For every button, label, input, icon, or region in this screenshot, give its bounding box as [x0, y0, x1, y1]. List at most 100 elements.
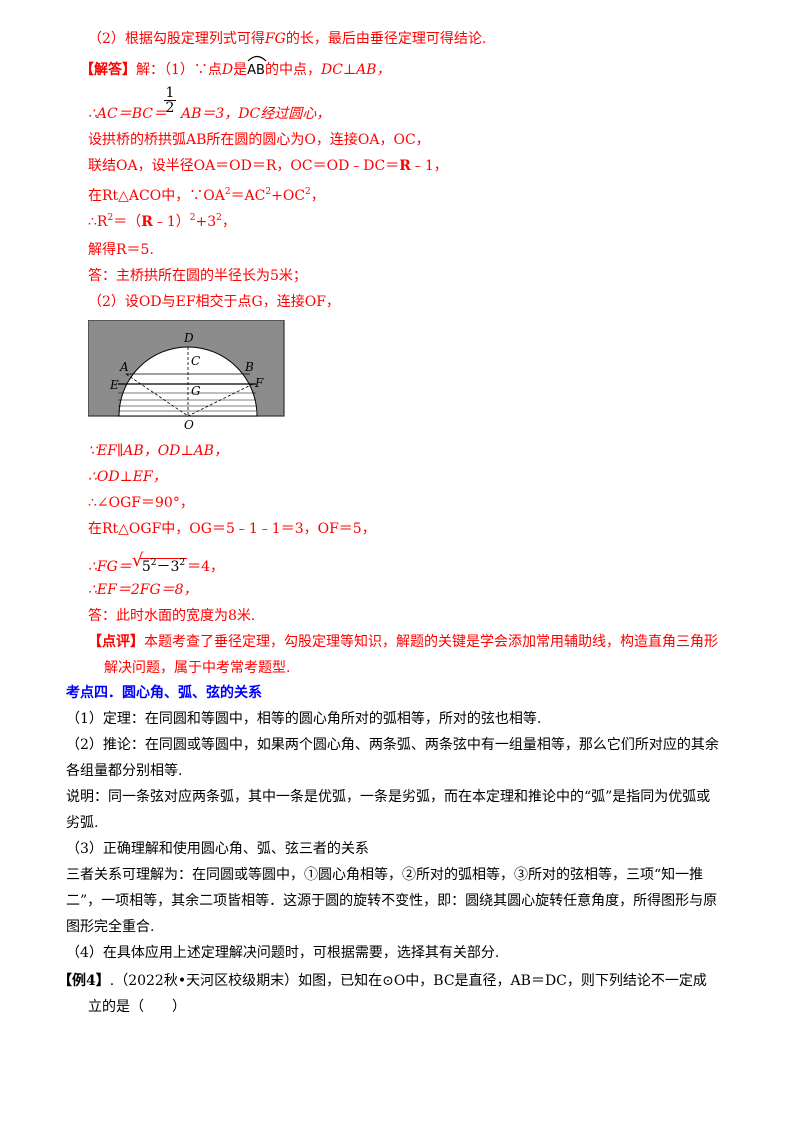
radicand-3: －3 — [156, 559, 180, 575]
ac-bc-start: ∴AC＝BC＝ — [88, 106, 167, 122]
sup-2h: 2 — [179, 558, 186, 568]
sup-2d: 2 — [107, 213, 114, 223]
sup-2g: 2 — [150, 558, 157, 568]
hint-tail: 的长，最后由垂径定理可得结论. — [285, 31, 487, 47]
sup-2f: 2 — [216, 213, 222, 223]
comment-text-2: 解决问题，属于中考常考题型. — [104, 660, 291, 676]
sup-2a: 2 — [224, 187, 231, 197]
hint-text: （2）根据勾股定理列式可得 — [88, 31, 265, 47]
parallel-text: ∵EF∥AB，OD⊥AB， — [88, 443, 228, 459]
para-3a-text: 说明：同一条弦对应两条弧，其中一条是优弧，一条是劣弧，而在本定理和推论中的“弧”… — [66, 789, 711, 805]
answer-point-d: D — [221, 62, 234, 78]
section-title-text: 考点四．圆心角、弧、弦的关系 — [66, 685, 262, 701]
line-oa — [125, 373, 189, 417]
perp-text: ∴OD⊥EF， — [88, 469, 167, 485]
line-of — [187, 383, 254, 417]
label-o: O — [184, 418, 194, 432]
eq-b: ＝（ — [113, 214, 142, 230]
arc-mark-icon — [247, 55, 267, 62]
section-title: 考点四．圆心角、弧、弦的关系 — [66, 683, 262, 703]
ac-bc-line: ∴AC＝BC＝ AB＝3，DC经过圆心， — [88, 104, 330, 124]
para-3a: 说明：同一条弦对应两条弧，其中一条是优弧，一条是劣弧，而在本定理和推论中的“弧”… — [66, 787, 710, 807]
para-2b: 各组量都分别相等. — [66, 761, 182, 781]
comment-tag: 【点评】 — [88, 634, 144, 650]
fg-line: ∴FG＝√52－32＝4， — [88, 551, 225, 577]
fg-start: ∴FG＝ — [88, 559, 132, 575]
arc-ab: AB — [247, 55, 267, 81]
hint-fg: FG — [264, 31, 286, 47]
para-2a-text: （2）推论：在同圆或等圆中，如果两个圆心角、两条弧、两条弦中有一组量相等，那么它… — [66, 737, 719, 753]
equation-line: ∴R2＝（R﹣1）2+32， — [88, 213, 236, 230]
comment-text-1: 本题考查了垂径定理，勾股定理等知识，解题的关键是学会添加常用辅助线，构造直角三角… — [144, 634, 718, 650]
fraction-half: 1 2 — [164, 86, 176, 115]
radicand: 52－32 — [139, 558, 188, 575]
answer2-line: 答：此时水面的宽度为8米. — [88, 606, 255, 626]
para-5a: 三者关系可理解为：在同圆或等圆中，①圆心角相等，②所对的弧相等，③所对的弦相等，… — [66, 865, 703, 885]
arc-label: AB — [247, 63, 265, 78]
answer-mid: 的中点， — [264, 62, 321, 78]
comment-line-2: 解决问题，属于中考常考题型. — [104, 658, 290, 678]
bridge-figure: D C A B E F G O — [88, 320, 285, 432]
para-4: （3）正确理解和使用圆心角、弧、弦三者的关系 — [66, 839, 369, 859]
answer1-line: 答：主桥拱所在圆的半径长为5米； — [88, 266, 307, 286]
radius-tail: ﹣1， — [410, 158, 448, 174]
part2-line: （2）设OD与EF相交于点G，连接OF， — [88, 292, 340, 312]
comment-line: 【点评】本题考查了垂径定理，勾股定理等知识，解题的关键是学会添加常用辅助线，构造… — [88, 632, 718, 652]
para-6: （4）在具体应用上述定理解决问题时，可根据需要，选择其有关部分. — [66, 943, 499, 963]
part2-text: （2）设OD与EF相交于点G，连接OF， — [88, 294, 340, 310]
label-g: G — [191, 384, 201, 398]
answer2-text: 答：此时水面的宽度为8米. — [88, 608, 256, 624]
para-6-text: （4）在具体应用上述定理解决问题时，可根据需要，选择其有关部分. — [66, 945, 500, 961]
pythag-d: ， — [310, 188, 325, 204]
eq-a: ∴R — [88, 214, 108, 230]
para-5a-text: 三者关系可理解为：在同圆或等圆中，①圆心角相等，②所对的弧相等，③所对的弦相等，… — [66, 867, 704, 883]
sup-2e: 2 — [189, 213, 196, 223]
para-5c: 图形完全重合. — [66, 917, 154, 937]
hint-line: （2）根据勾股定理列式可得FG的长，最后由垂径定理可得结论. — [88, 29, 486, 49]
label-c: C — [191, 354, 200, 368]
fg-end: ＝4， — [187, 559, 225, 575]
example-text-1: .（2022秋•天河区校级期末）如图，已知在⊙O中，BC是直径，AB＝DC，则下… — [109, 973, 707, 989]
answer1-text: 答：主桥拱所在圆的半径长为5米； — [88, 268, 307, 284]
para-3b-text: 劣弧. — [66, 815, 99, 831]
og-text: 在Rt△OGF中，OG＝5﹣1﹣1＝3，OF＝5， — [88, 521, 376, 537]
para-3b: 劣弧. — [66, 813, 98, 833]
pythag-a: 在Rt△ACO中，∵OA — [88, 188, 225, 204]
example-line: 【例4】.（2022秋•天河区校级期末）如图，已知在⊙O中，BC是直径，AB＝D… — [58, 971, 707, 991]
radius-r-bold: R — [399, 158, 411, 174]
para-1: （1）定理：在同圆和等圆中，相等的圆心角所对的弧相等，所对的弦也相等. — [66, 709, 541, 729]
label-f: F — [254, 376, 264, 390]
eq-e: +3 — [195, 214, 217, 230]
solve-line: 解得R＝5. — [88, 240, 154, 260]
ef-line: ∴EF＝2FG＝8， — [88, 580, 198, 600]
perp-line: ∴OD⊥EF， — [88, 467, 167, 487]
para-5b-text: 二”，一项相等，其余二项皆相等．这源于圆的旋转不变性，即：圆绕其圆心旋转任意角度… — [66, 893, 718, 909]
center-text: 设拱桥的桥拱弧AB所在圆的圆心为O，连接OA，OC， — [88, 132, 430, 148]
pythag-b: ＝AC — [230, 188, 266, 204]
center-line: 设拱桥的桥拱弧AB所在圆的圆心为O，连接OA，OC， — [88, 130, 430, 150]
answer-is: 是 — [233, 62, 248, 78]
label-d: D — [183, 331, 194, 345]
eq-r-bold: R — [141, 214, 153, 230]
parallel-line: ∵EF∥AB，OD⊥AB， — [88, 441, 228, 461]
angle-line: ∴∠OGF＝90°， — [88, 493, 194, 513]
water-lines — [118, 392, 256, 412]
radius-text: 联结OA，设半径OA＝OD＝R，OC＝OD﹣DC＝ — [88, 158, 400, 174]
fraction-numerator: 1 — [165, 85, 175, 101]
ac-bc-end: AB＝3，DC经过圆心， — [181, 106, 331, 122]
og-line: 在Rt△OGF中，OG＝5﹣1﹣1＝3，OF＝5， — [88, 519, 376, 539]
para-2b-text: 各组量都分别相等. — [66, 763, 183, 779]
para-5c-text: 图形完全重合. — [66, 919, 155, 935]
answer-tag: 【解答】 — [80, 62, 136, 78]
para-5b: 二”，一项相等，其余二项皆相等．这源于圆的旋转不变性，即：圆绕其圆心旋转任意角度… — [66, 891, 717, 911]
angle-text: ∴∠OGF＝90°， — [88, 495, 194, 511]
ef-text: ∴EF＝2FG＝8， — [88, 582, 198, 598]
para-4-text: （3）正确理解和使用圆心角、弧、弦三者的关系 — [66, 841, 369, 857]
sup-2c: 2 — [305, 187, 311, 197]
example-text-2: 立的是（ ） — [88, 999, 186, 1015]
answer-start: 解：（1）∵点 — [136, 62, 222, 78]
para-2a: （2）推论：在同圆或等圆中，如果两个圆心角、两条弧、两条弦中有一组量相等，那么它… — [66, 735, 719, 755]
example-line-2: 立的是（ ） — [88, 997, 186, 1017]
pythag-c: +OC — [271, 188, 306, 204]
